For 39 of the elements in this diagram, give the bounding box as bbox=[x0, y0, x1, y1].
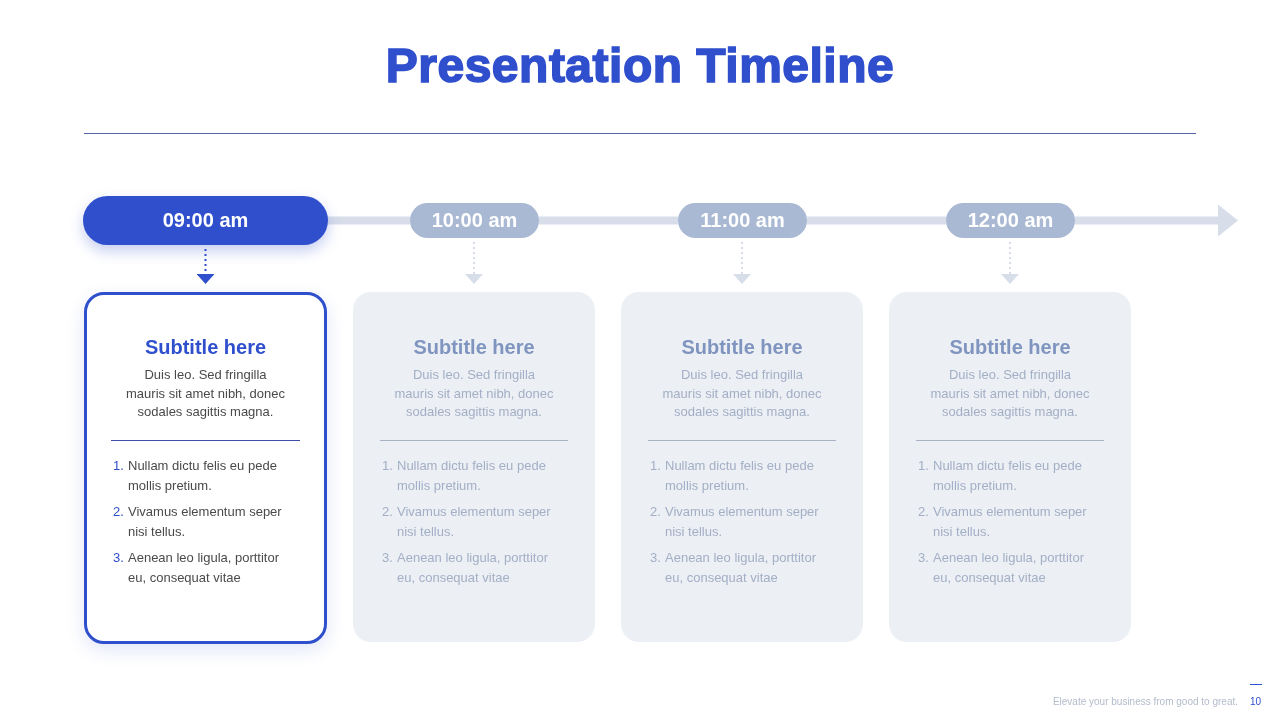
card-description: Duis leo. Sed fringilla mauris sit amet nibh, donec sodales sagittis magna. bbox=[929, 366, 1091, 421]
card-subtitle: Subtitle here bbox=[948, 335, 1072, 359]
list-item: 2. Vivamus elementum seper nisi tellus. bbox=[918, 502, 1088, 541]
list-item: 3. Aenean leo ligula, porttitor eu, consequat vitae bbox=[113, 548, 281, 587]
card-description: Duis leo. Sed fringilla mauris sit amet nibh, donec sodales sagittis magna. bbox=[661, 366, 823, 421]
card-description: Duis leo. Sed fringilla mauris sit amet nibh, donec sodales sagittis magna. bbox=[393, 366, 555, 421]
list-item: 1. Nullam dictu felis eu pede mollis pretium. bbox=[918, 456, 1083, 495]
card-description: Duis leo. Sed fringilla mauris sit amet nibh, donec sodales sagittis magna. bbox=[125, 366, 286, 421]
page-number: 10 bbox=[1250, 696, 1262, 708]
time-pill: 11:00 am bbox=[678, 203, 807, 238]
timeline-card bbox=[621, 292, 863, 642]
list-item: 1. Nullam dictu felis eu pede mollis pretium. bbox=[650, 456, 815, 495]
card-subtitle: Subtitle here bbox=[680, 335, 804, 359]
list-item: 2. Vivamus elementum seper nisi tellus. bbox=[650, 502, 820, 541]
timeline-line bbox=[539, 216, 678, 225]
dotted-arrow bbox=[465, 241, 483, 284]
footer-tagline: Elevate your business from good to great. bbox=[1052, 696, 1238, 708]
time-pill: 10:00 am bbox=[410, 203, 539, 238]
list-item: 3. Aenean leo ligula, porttitor eu, consequat vitae bbox=[382, 548, 550, 587]
card-subtitle: Subtitle here bbox=[143, 335, 268, 359]
card-subtitle: Subtitle here bbox=[412, 335, 536, 359]
list-item: 3. Aenean leo ligula, porttitor eu, consequat vitae bbox=[650, 548, 818, 587]
timeline-card bbox=[84, 292, 327, 644]
dotted-arrow bbox=[1001, 241, 1019, 284]
list-item: 1. Nullam dictu felis eu pede mollis pretium. bbox=[382, 456, 547, 495]
timeline-card bbox=[889, 292, 1131, 642]
list-item: 2. Vivamus elementum seper nisi tellus. bbox=[113, 502, 283, 541]
time-pill: 09:00 am bbox=[83, 196, 328, 245]
dotted-arrow bbox=[733, 241, 751, 284]
list-item: 1. Nullam dictu felis eu pede mollis pretium. bbox=[113, 456, 278, 495]
timeline-card bbox=[353, 292, 595, 642]
list-item: 3. Aenean leo ligula, porttitor eu, consequat vitae bbox=[918, 548, 1086, 587]
dotted-arrow bbox=[196, 248, 215, 284]
list-item: 2. Vivamus elementum seper nisi tellus. bbox=[382, 502, 552, 541]
timeline-line bbox=[807, 216, 946, 225]
time-pill: 12:00 am bbox=[946, 203, 1075, 238]
slide-title: Presentation Timeline bbox=[385, 40, 895, 92]
timeline-line bbox=[328, 216, 410, 225]
timeline-arrow bbox=[1075, 204, 1238, 237]
